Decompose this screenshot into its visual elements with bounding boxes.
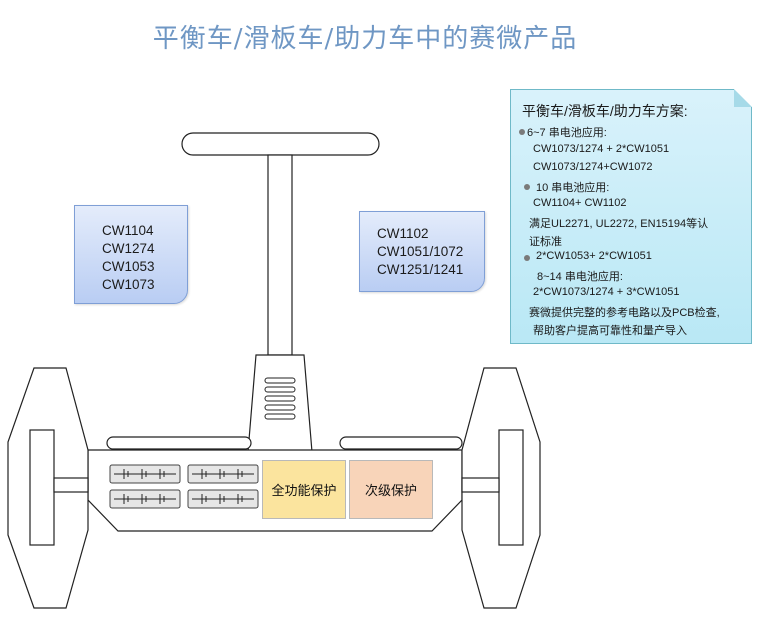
right-axle xyxy=(461,477,500,493)
solution-heading: 6~7 串电池应用: xyxy=(527,127,607,139)
right-fender xyxy=(339,436,463,450)
solution-line: CW1104+ CW1102 xyxy=(533,197,627,209)
solution-line: CW1073/1274+CW1072 xyxy=(533,161,653,173)
product-label: CW1073 xyxy=(102,277,155,292)
product-label: CW1251/1241 xyxy=(377,262,464,277)
grille-slot xyxy=(264,413,296,420)
bullet-icon xyxy=(519,129,525,135)
left-product-callout: CW1104 CW1274 CW1053 CW1073 xyxy=(74,205,188,304)
grille-slot xyxy=(264,395,296,402)
solution-panel: 平衡车/滑板车/助力车方案: 6~7 串电池应用: CW1073/1274 + … xyxy=(510,89,752,344)
solution-line: CW1073/1274 + 2*CW1051 xyxy=(533,143,670,155)
grille-slot xyxy=(264,386,296,393)
solution-line: 2*CW1073/1274 + 3*CW1051 xyxy=(533,286,680,298)
solution-note: 赛微提供完整的参考电路以及PCB检查, xyxy=(529,307,720,319)
bullet-icon xyxy=(524,184,530,190)
right-hub xyxy=(498,429,524,546)
solution-note: 帮助客户提高可靠性和量产导入 xyxy=(533,325,687,337)
solution-heading: 10 串电池应用: xyxy=(536,182,610,194)
left-hub xyxy=(29,429,55,546)
solution-title: 平衡车/滑板车/助力车方案: xyxy=(522,103,688,119)
secondary-protection-block: 次级保护 xyxy=(349,460,433,519)
left-fender xyxy=(106,436,252,450)
product-label: CW1274 xyxy=(102,241,155,256)
product-label: CW1102 xyxy=(377,226,429,241)
left-axle xyxy=(53,477,89,493)
solution-line: 满足UL2271, UL2272, EN15194等认 xyxy=(529,218,709,230)
handlebar xyxy=(181,132,380,156)
solution-line: 2*CW1053+ 2*CW1051 xyxy=(536,250,652,262)
product-label: CW1051/1072 xyxy=(377,244,464,259)
folded-corner xyxy=(734,89,752,107)
bullet-icon xyxy=(524,255,530,261)
grille-slot xyxy=(264,404,296,411)
right-product-callout: CW1102 CW1051/1072 CW1251/1241 xyxy=(359,211,485,292)
product-label: CW1053 xyxy=(102,259,155,274)
full-protection-block: 全功能保护 xyxy=(262,460,346,519)
column-base xyxy=(247,354,313,453)
steering-column xyxy=(267,154,293,356)
page-title: 平衡车/滑板车/助力车中的赛微产品 xyxy=(152,24,578,54)
solution-heading: 8~14 串电池应用: xyxy=(537,271,623,283)
grille-slot xyxy=(264,377,296,384)
solution-line: 证标准 xyxy=(529,236,562,248)
product-label: CW1104 xyxy=(102,223,154,238)
battery-pack xyxy=(109,464,259,509)
